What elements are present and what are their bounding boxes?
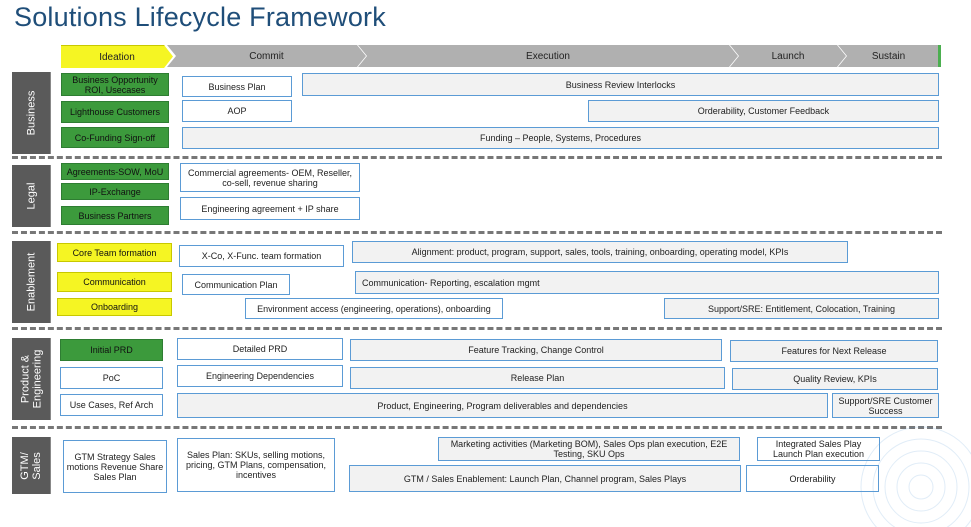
environment-access-box: Environment access (engineering, operati… bbox=[245, 298, 503, 319]
initial-prd-box: Initial PRD bbox=[60, 339, 163, 361]
phase-launch: Launch bbox=[730, 45, 846, 67]
phase-label: Commit bbox=[249, 50, 284, 62]
core-team-box: Core Team formation bbox=[57, 243, 172, 262]
engineering-agreement-box: Engineering agreement + IP share bbox=[180, 197, 360, 220]
use-cases-box: Use Cases, Ref Arch bbox=[60, 394, 163, 416]
section-label: Product &Engineering bbox=[19, 350, 43, 409]
xco-team-box: X-Co, X-Func. team formation bbox=[179, 245, 344, 267]
section-divider bbox=[12, 156, 942, 159]
business-plan-box: Business Plan bbox=[182, 76, 292, 97]
gtm-strategy-box: GTM Strategy Sales motions Revenue Share… bbox=[63, 440, 167, 493]
phase-label: Launch bbox=[771, 50, 805, 62]
communication-plan-box: Communication Plan bbox=[182, 274, 290, 295]
poc-box: PoC bbox=[60, 367, 163, 389]
phase-sustain: Sustain bbox=[838, 45, 939, 67]
section-label-line: GTM/ bbox=[19, 451, 31, 480]
section-enablement: Enablement bbox=[12, 241, 50, 323]
section-line bbox=[50, 241, 51, 323]
section-divider bbox=[12, 327, 942, 330]
sales-plan-box: Sales Plan: SKUs, selling motions, prici… bbox=[177, 438, 335, 492]
deliverables-box: Product, Engineering, Program deliverabl… bbox=[177, 393, 828, 418]
section-label: Legal bbox=[24, 182, 37, 210]
section-legal: Legal bbox=[12, 165, 50, 227]
quality-review-box: Quality Review, KPIs bbox=[732, 368, 938, 390]
section-line bbox=[50, 72, 51, 154]
section-line bbox=[50, 165, 51, 227]
business-partners-box: Business Partners bbox=[61, 206, 169, 225]
integrated-sales-play-box: Integrated Sales Play Launch Plan execut… bbox=[757, 437, 880, 461]
watermark-decoration bbox=[860, 426, 971, 527]
funding-box: Funding – People, Systems, Procedures bbox=[182, 127, 939, 149]
engineering-dependencies-box: Engineering Dependencies bbox=[177, 365, 343, 387]
features-next-release-box: Features for Next Release bbox=[730, 340, 938, 362]
section-divider bbox=[12, 426, 942, 429]
section-label-line: Sales bbox=[31, 451, 43, 480]
agreements-box: Agreements-SOW, MoU bbox=[61, 163, 169, 180]
release-plan-box: Release Plan bbox=[350, 367, 725, 389]
phase-end-marker bbox=[938, 45, 941, 67]
section-label: GTM/Sales bbox=[19, 452, 43, 480]
section-line bbox=[50, 437, 51, 494]
section-gtm-sales: GTM/Sales bbox=[12, 437, 50, 494]
support-sre-box: Support/SRE: Entitlement, Colocation, Tr… bbox=[664, 298, 939, 319]
section-label-line: Product & bbox=[19, 354, 31, 404]
section-line bbox=[50, 338, 51, 420]
co-funding-box: Co-Funding Sign-off bbox=[61, 127, 169, 148]
section-label: Enablement bbox=[25, 252, 37, 312]
phase-execution: Execution bbox=[358, 45, 738, 67]
commercial-agreements-box: Commercial agreements- OEM, Reseller, co… bbox=[180, 163, 360, 192]
section-label-line: Engineering bbox=[31, 349, 43, 409]
sales-enablement-box: GTM / Sales Enablement: Launch Plan, Cha… bbox=[349, 465, 741, 492]
marketing-activities-box: Marketing activities (Marketing BOM), Sa… bbox=[438, 437, 740, 461]
phase-label: Ideation bbox=[99, 51, 135, 63]
communication-box: Communication bbox=[57, 272, 172, 292]
feature-tracking-box: Feature Tracking, Change Control bbox=[350, 339, 722, 361]
detailed-prd-box: Detailed PRD bbox=[177, 338, 343, 360]
page-title: Solutions Lifecycle Framework bbox=[14, 2, 386, 32]
ip-exchange-box: IP-Exchange bbox=[61, 183, 169, 200]
section-business: Business bbox=[12, 72, 50, 154]
lighthouse-customers-box: Lighthouse Customers bbox=[61, 101, 169, 123]
orderability-box: Orderability bbox=[746, 465, 879, 492]
phase-commit: Commit bbox=[167, 45, 366, 67]
phase-label: Execution bbox=[526, 50, 570, 62]
customer-success-box: Support/SRE Customer Success bbox=[832, 393, 939, 418]
business-review-box: Business Review Interlocks bbox=[302, 73, 939, 96]
section-label: Business bbox=[25, 90, 38, 136]
section-divider bbox=[12, 231, 942, 234]
orderability-feedback-box: Orderability, Customer Feedback bbox=[588, 100, 939, 122]
alignment-box: Alignment: product, program, support, sa… bbox=[352, 241, 848, 263]
business-opportunity-box: Business Opportunity ROI, Usecases bbox=[61, 73, 169, 96]
communication-reporting-box: Communication- Reporting, escalation mgm… bbox=[355, 271, 939, 294]
onboarding-box: Onboarding bbox=[57, 298, 172, 316]
section-product-engineering: Product &Engineering bbox=[12, 338, 50, 420]
phase-label: Sustain bbox=[871, 50, 906, 62]
phase-ideation: Ideation bbox=[61, 45, 173, 68]
aop-box: AOP bbox=[182, 100, 292, 122]
